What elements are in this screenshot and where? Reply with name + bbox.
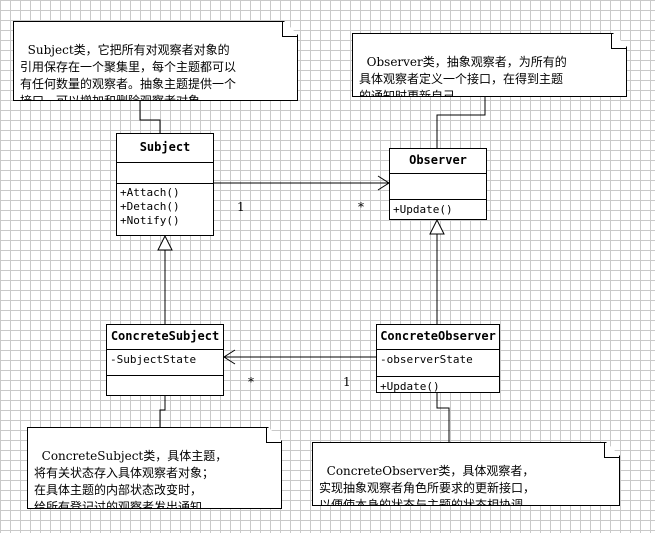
method-update: +Update() (393, 203, 453, 216)
attribute-observer-state: -observerState (380, 353, 473, 366)
subject-attributes (117, 163, 213, 184)
multiplicity-concrete-observer-end: 1 (343, 375, 351, 389)
multiplicity-concrete-subject-end: * (248, 375, 254, 389)
method-notify: +Notify() (120, 214, 180, 227)
observer-methods: +Update() (390, 200, 486, 217)
generalization-triangle-observer (429, 218, 445, 235)
concrete-observer-methods: +Update() (377, 377, 499, 394)
observer-note-text: Observer类，抽象观察者，为所有的 具体观察者定义一个接口，在得到主题 的… (359, 55, 567, 103)
concrete-subject-note-anchor (159, 396, 166, 428)
attribute-subject-state: -SubjectState (110, 353, 197, 366)
concrete-subject-class-name: ConcreteSubject (107, 325, 223, 350)
concrete-observer-note: ConcreteObserver类，具体观察者， 实现抽象观察者角色所要求的更新… (312, 442, 620, 506)
concrete-subject-note-text: ConcreteSubject类，具体主题， 将有关状态存入具体观察者对象； 在… (34, 449, 228, 514)
observer-class[interactable]: Observer +Update() (389, 148, 487, 220)
method-update: +Update() (380, 380, 440, 393)
observer-note: Observer类，抽象观察者，为所有的 具体观察者定义一个接口，在得到主题 的… (352, 33, 627, 97)
subject-note-anchor (139, 100, 161, 133)
concrete-subject-note: ConcreteSubject类，具体主题， 将有关状态存入具体观察者对象； 在… (27, 427, 282, 509)
concrete-observer-note-text: ConcreteObserver类，具体观察者， 实现抽象观察者角色所要求的更新… (319, 464, 536, 512)
concrete-observer-class-name: ConcreteObserver (377, 325, 499, 350)
concrete-observer-note-anchor (436, 393, 450, 443)
concrete-subject-attributes: -SubjectState (107, 350, 223, 376)
subject-class-name: Subject (117, 134, 213, 163)
concrete-subject-class[interactable]: ConcreteSubject -SubjectState (106, 324, 224, 396)
observer-class-name: Observer (390, 149, 486, 174)
method-attach: +Attach() (120, 186, 180, 199)
concrete-observer-class[interactable]: ConcreteObserver -observerState +Update(… (376, 324, 500, 393)
multiplicity-subject-end: 1 (237, 200, 245, 214)
subject-note: Subject类，它把所有对观察者对象的 引用保存在一个聚集里，每个主题都可以 … (13, 21, 298, 101)
subject-methods: +Attach() +Detach() +Notify() (117, 184, 213, 228)
subject-note-text: Subject类，它把所有对观察者对象的 引用保存在一个聚集里，每个主题都可以 … (20, 43, 237, 108)
concrete-observer-attributes: -observerState (377, 350, 499, 377)
generalization-triangle-subject (157, 234, 173, 251)
association-arrowhead-concrete-subject (223, 349, 236, 365)
method-detach: +Detach() (120, 200, 180, 213)
multiplicity-observer-end: * (358, 200, 364, 214)
observer-note-anchor (436, 97, 486, 148)
subject-class[interactable]: Subject +Attach() +Detach() +Notify() (116, 133, 214, 236)
observer-attributes (390, 174, 486, 200)
